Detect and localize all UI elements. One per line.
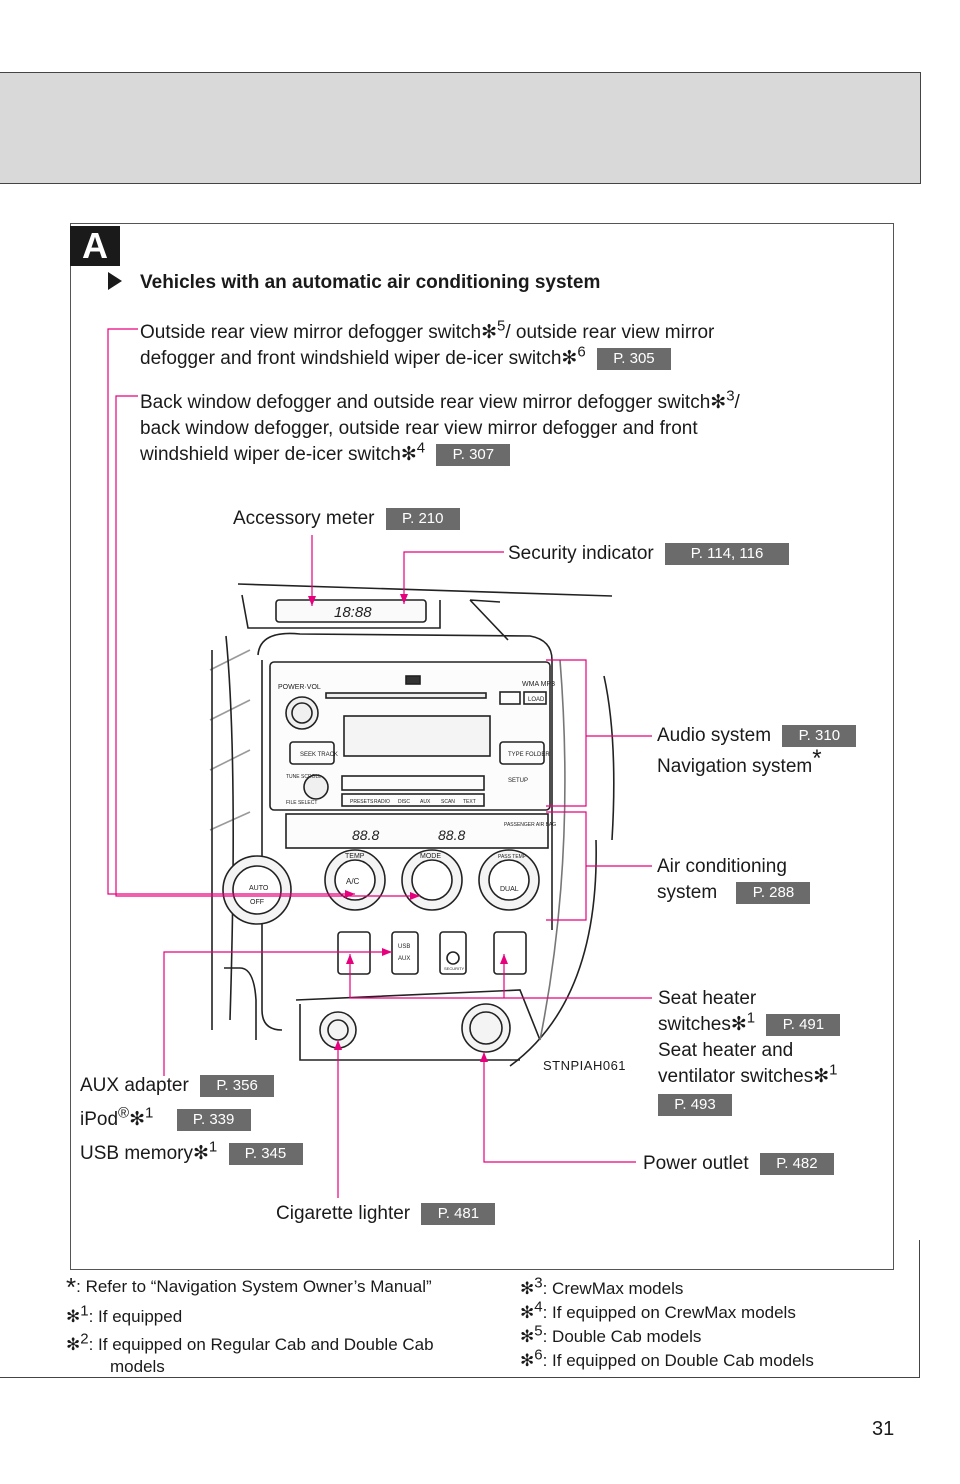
dual-label: DUAL — [500, 886, 519, 893]
label-mirror-defogger: Outside rear view mirror defogger switch… — [140, 317, 715, 370]
page-ref-307[interactable]: P. 307 — [436, 444, 511, 466]
bottom-rule — [0, 1377, 920, 1378]
label-back-window-defogger: Back window defogger and outside rear vi… — [140, 387, 740, 466]
clock-display: 18:88 — [334, 604, 372, 621]
label-navigation-system: Navigation system* — [657, 745, 822, 778]
right-edge-rule — [919, 1240, 920, 1377]
image-caption: STNPIAH061 — [543, 1058, 627, 1073]
setup-label: SETUP — [508, 778, 528, 784]
label-cigarette-lighter: Cigarette lighter P. 481 — [276, 1201, 496, 1227]
page-ref-114-116[interactable]: P. 114, 116 — [665, 543, 790, 565]
power-vol-label: POWER·VOL — [278, 684, 321, 691]
leader-audio — [546, 659, 652, 807]
label-seat-heater: Seat heater switches✻1 P. 491 — [658, 986, 841, 1038]
wma-label: WMA MP3 — [522, 681, 555, 688]
footnote-2: ✻2: If equipped on Regular Cab and Doubl… — [66, 1330, 434, 1376]
aux-port-label: AUX — [398, 956, 410, 962]
page-ref-345[interactable]: P. 345 — [228, 1143, 303, 1165]
leader-power — [483, 1052, 636, 1163]
preset-button-label: PRESETS — [350, 799, 374, 805]
leader-security — [403, 551, 504, 604]
footnote-5: ✻5: Double Cab models — [520, 1322, 702, 1346]
leader-aux — [163, 951, 392, 1076]
page-ref-305[interactable]: P. 305 — [596, 348, 671, 370]
page-ref-356[interactable]: P. 356 — [200, 1075, 275, 1097]
temp-knob-label: TEMP — [345, 853, 365, 860]
type-label: TYPE FOLDER — [508, 752, 550, 758]
aux-button-label: AUX — [420, 799, 431, 805]
temp-display-left: 88.8 — [352, 827, 379, 843]
ac-label: A/C — [346, 877, 360, 886]
security-switch-label: SECURITY — [444, 966, 465, 971]
off-label: OFF — [250, 899, 264, 906]
page-ref-288[interactable]: P. 288 — [736, 882, 811, 904]
page-ref-481[interactable]: P. 481 — [421, 1203, 496, 1225]
load-label: LOAD — [528, 697, 545, 703]
file-label: FILE SELECT — [286, 800, 317, 806]
usb-port-label: USB — [398, 944, 410, 950]
footnote-6: ✻6: If equipped on Double Cab models — [520, 1346, 814, 1370]
footnote-4: ✻4: If equipped on CrewMax models — [520, 1298, 796, 1322]
leader-back-window — [115, 395, 420, 897]
label-security-indicator: Security indicator P. 114, 116 — [508, 541, 790, 567]
footnote-1: ✻1: If equipped — [66, 1302, 183, 1326]
section-heading: Vehicles with an automatic air condition… — [108, 272, 600, 294]
label-seat-heater-ventilator: Seat heater and ventilator switches✻1 P.… — [658, 1038, 838, 1118]
page-ref-210[interactable]: P. 210 — [385, 508, 460, 530]
label-ipod: iPod®✻1 P. 339 — [80, 1106, 251, 1133]
label-usb-memory: USB memory✻1 P. 345 — [80, 1140, 303, 1167]
page-ref-491[interactable]: P. 491 — [766, 1014, 841, 1036]
footnote-3: ✻3: CrewMax models — [520, 1274, 684, 1298]
page-number: 31 — [872, 1418, 895, 1440]
leader-mirror-defogger — [107, 328, 355, 895]
temp-display-right: 88.8 — [438, 827, 465, 843]
page-ref-310[interactable]: P. 310 — [782, 725, 857, 747]
seek-label: SEEK TRACK — [300, 752, 338, 758]
section-badge: A — [70, 226, 120, 266]
mode-knob-label: MODE — [420, 853, 441, 860]
page-ref-339[interactable]: P. 339 — [176, 1109, 251, 1131]
heading-text: Vehicles with an automatic air condition… — [140, 272, 601, 293]
leader-aircon — [546, 811, 652, 921]
tune-label: TUNE SCROLL — [286, 774, 321, 780]
label-accessory-meter: Accessory meter P. 210 — [233, 506, 460, 532]
triangle-bullet-icon — [108, 272, 122, 290]
page-ref-482[interactable]: P. 482 — [759, 1153, 834, 1175]
scan-button-label: SCAN — [441, 799, 455, 805]
label-air-conditioning: Air conditioning system P. 288 — [657, 854, 811, 906]
page-ref-493[interactable]: P. 493 — [658, 1094, 732, 1116]
footnote-nav: *: Refer to “Navigation System Owner’s M… — [66, 1272, 432, 1302]
label-aux-adapter: AUX adapter P. 356 — [80, 1073, 275, 1099]
radio-button-label: RADIO — [374, 799, 390, 805]
label-power-outlet: Power outlet P. 482 — [643, 1151, 834, 1177]
passenger-airbag-label: PASSENGER AIR BAG — [504, 822, 556, 828]
pass-temp-label: PASS TEMP — [498, 854, 527, 860]
label-audio-system: Audio system P. 310 — [657, 723, 857, 749]
header-band — [0, 72, 921, 184]
disc-button-label: DISC — [398, 799, 410, 805]
auto-label: AUTO — [249, 885, 269, 892]
text-button-label: TEXT — [463, 799, 476, 805]
